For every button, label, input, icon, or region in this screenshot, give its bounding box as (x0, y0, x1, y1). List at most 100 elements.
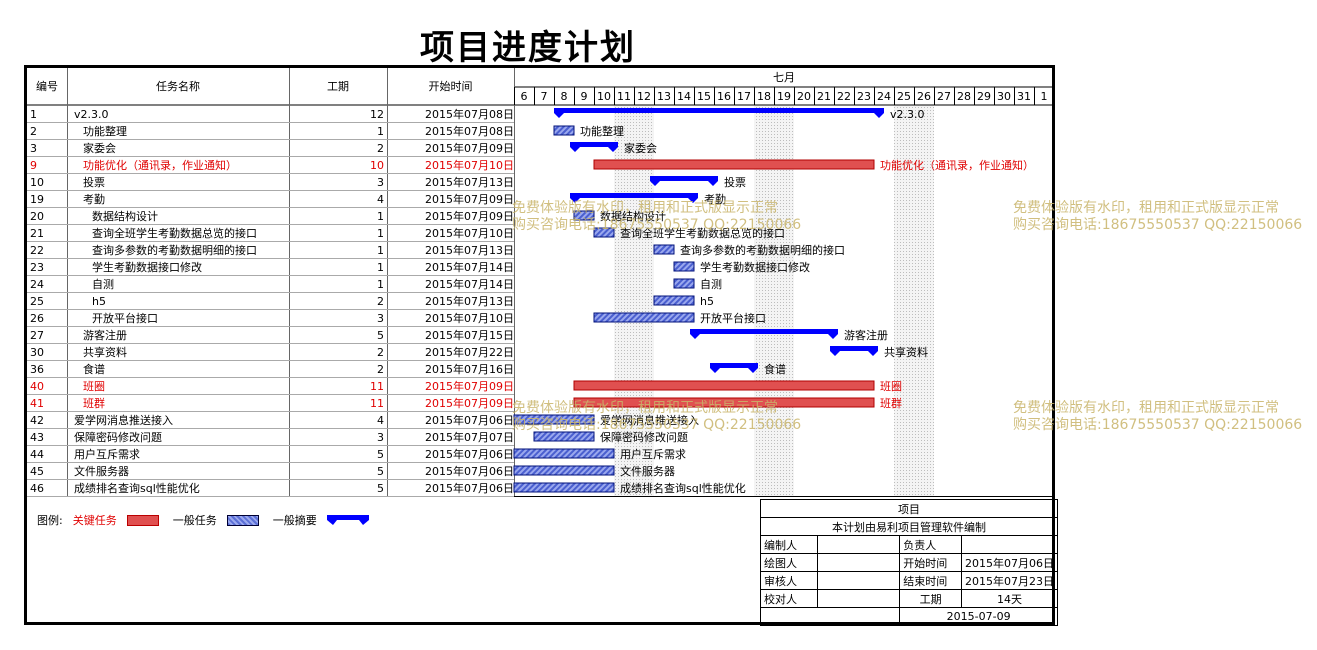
task-bar (513, 482, 615, 493)
task-id: 1 (30, 108, 37, 121)
bar-label: 文件服务器 (620, 464, 675, 478)
task-id: 22 (30, 244, 44, 257)
info-date: 2015-07-09 (899, 607, 1058, 626)
task-start: 2015年07月10日 (425, 158, 514, 172)
header-day: 1 (1041, 90, 1048, 103)
summary-bar (690, 329, 838, 339)
task-bar (513, 414, 595, 425)
header-start: 开始时间 (429, 79, 473, 93)
header-day: 26 (917, 90, 931, 103)
bar-label: v2.3.0 (890, 108, 925, 121)
task-duration: 1 (377, 227, 384, 240)
header-duration: 工期 (327, 80, 349, 93)
legend-critical-swatch (126, 514, 159, 526)
task-bar (593, 312, 695, 323)
task-start: 2015年07月09日 (425, 379, 514, 393)
task-duration: 10 (370, 159, 384, 172)
summary-bar (554, 108, 884, 118)
legend-prefix: 图例: (37, 514, 63, 527)
critical-bar (573, 380, 875, 391)
header-day: 10 (597, 90, 611, 103)
watermark-4: 免费体验版有水印，租用和正式版显示正常 购买咨询电话:18675550537 Q… (1013, 400, 1303, 433)
header-day: 30 (997, 90, 1011, 103)
task-name: 食谱 (83, 362, 105, 376)
task-duration: 1 (377, 244, 384, 257)
header-day: 27 (937, 90, 951, 103)
task-start: 2015年07月06日 (425, 413, 514, 427)
bar-label: 开放平台接口 (700, 311, 766, 325)
task-id: 21 (30, 227, 44, 240)
header-day: 19 (777, 90, 791, 103)
legend: 图例: 关键任务 一般任务 一般摘要 (37, 512, 383, 528)
task-bar (573, 210, 595, 221)
bar-label: h5 (700, 295, 714, 308)
summary-bar (570, 193, 698, 203)
info-start-value: 2015年07月06日 (961, 553, 1058, 572)
task-id: 36 (30, 363, 44, 376)
task-name: 班群 (83, 396, 105, 410)
task-start: 2015年07月08日 (425, 107, 514, 121)
critical-bar (573, 397, 875, 408)
legend-summary-label: 一般摘要 (272, 514, 317, 527)
task-start: 2015年07月15日 (425, 328, 514, 342)
task-name: 游客注册 (83, 328, 127, 342)
legend-summary-swatch (326, 515, 369, 525)
bar-label: 共享资料 (884, 345, 928, 359)
task-name: 共享资料 (83, 345, 127, 359)
bar-label: 查询全班学生考勤数据总览的接口 (620, 226, 785, 240)
task-name: 爱学网消息推送接入 (74, 413, 173, 427)
info-end-label: 结束时间 (899, 571, 962, 590)
task-id: 30 (30, 346, 44, 359)
header-day: 28 (957, 90, 971, 103)
bar-label: 保障密码修改问题 (600, 430, 688, 444)
task-bar (673, 261, 695, 272)
summary-bar (570, 142, 618, 152)
task-duration: 11 (370, 380, 384, 393)
task-duration: 2 (377, 142, 384, 155)
watermark-1: 免费体验版有水印，租用和正式版显示正常 购买咨询电话:18675550537 Q… (512, 200, 802, 233)
info-duration-label: 工期 (899, 589, 962, 608)
bar-label: 功能整理 (580, 124, 624, 138)
header-day: 6 (521, 90, 528, 103)
header-day: 22 (837, 90, 851, 103)
task-name: v2.3.0 (74, 108, 109, 121)
bar-label: 考勤 (704, 193, 726, 206)
task-id: 25 (30, 295, 44, 308)
header-day: 8 (561, 90, 568, 103)
task-start: 2015年07月09日 (425, 141, 514, 155)
task-start: 2015年07月13日 (425, 243, 514, 257)
task-start: 2015年07月06日 (425, 447, 514, 461)
task-duration: 5 (377, 329, 384, 342)
header-day: 13 (657, 90, 671, 103)
task-duration: 5 (377, 482, 384, 495)
task-name: 查询全班学生考勤数据总览的接口 (92, 226, 257, 240)
task-id: 10 (30, 176, 44, 189)
task-start: 2015年07月14日 (425, 260, 514, 274)
bar-label: 班圈 (880, 380, 902, 393)
task-start: 2015年07月07日 (425, 430, 514, 444)
task-name: 查询多参数的考勤数据明细的接口 (92, 243, 257, 257)
info-start-label: 开始时间 (899, 553, 962, 572)
task-start: 2015年07月10日 (425, 311, 514, 325)
task-duration: 12 (370, 108, 384, 121)
legend-critical-label: 关键任务 (72, 514, 117, 527)
task-duration: 1 (377, 278, 384, 291)
bar-label: 游客注册 (844, 328, 888, 342)
task-name: 用户互斥需求 (74, 447, 140, 461)
task-bar (653, 244, 675, 255)
task-bar (533, 431, 595, 442)
task-duration: 1 (377, 125, 384, 138)
bar-label: 功能优化（通讯录，作业通知） (880, 158, 1034, 172)
bar-label: 用户互斥需求 (620, 447, 686, 461)
bar-label: 班群 (880, 396, 902, 410)
task-bar (513, 448, 615, 459)
bar-label: 学生考勤数据接口修改 (700, 260, 810, 274)
bar-label: 数据结构设计 (600, 209, 666, 223)
task-duration: 11 (370, 397, 384, 410)
task-duration: 5 (377, 465, 384, 478)
task-duration: 4 (377, 193, 384, 206)
task-start: 2015年07月14日 (425, 277, 514, 291)
header-day: 16 (717, 90, 731, 103)
